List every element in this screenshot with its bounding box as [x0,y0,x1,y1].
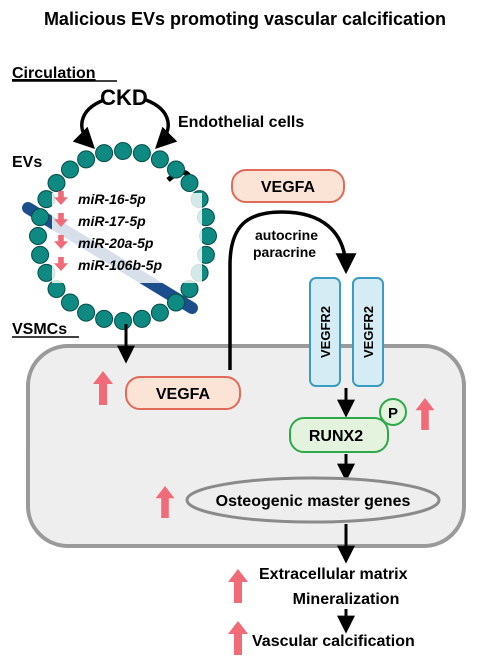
membrane-bead [180,280,199,298]
membrane-bead [132,309,151,328]
vegfr2-left-label: VEGFR2 [318,306,333,358]
membrane-bead [132,144,151,163]
membrane-bead [47,174,66,192]
osteogenic-genes-ellipse [185,476,441,524]
evs-label: EVs [12,154,42,171]
membrane-bead [150,150,169,169]
membrane-bead [61,293,79,312]
mirna-label: miR-106b-5p [78,257,162,273]
vegfr2-receptor-left [309,277,341,387]
diagram-title: Malicious EVs promoting vascular calcifi… [44,9,446,29]
vegfa-cell-label: VEGFA [156,386,211,403]
membrane-bead [61,160,79,179]
phosphorylation-badge [379,398,407,426]
vascular-calcification-label: Vascular calcification [252,633,415,650]
membrane-bead [95,144,114,163]
ckd-label: CKD [100,85,148,110]
membrane-bead [167,293,185,312]
autocrine-label: autocrine [255,227,318,243]
membrane-bead [167,160,185,179]
mineralization-label: Mineralization [293,591,400,608]
ckd-right-arrow [145,98,178,149]
upregulation-arrow [228,569,248,603]
ev-particle [22,142,217,330]
ecm-label: Extracellular matrix [259,566,408,583]
circulation-label: Circulation [12,65,96,82]
paracrine-label: paracrine [253,244,316,260]
vsmcs-label: VSMCs [12,321,67,338]
upregulation-arrow [228,621,248,655]
vegfa-top-pill [231,169,345,203]
membrane-bead [77,303,96,322]
membrane-bead [31,245,50,264]
membrane-bead [29,227,47,245]
vegfr2-receptor-right [352,277,384,387]
membrane-bead [114,142,132,160]
vegfa-top-label: VEGFA [261,179,316,196]
membrane-bead [114,312,132,330]
vegfa-cell-pill [125,376,241,410]
osteogenic-genes-label: Osteogenic master genes [216,493,411,510]
membrane-bead [199,227,217,245]
mirna-list: miR-16-5p miR-17-5p miR-20a-5p miR-106b-… [54,191,162,273]
endothelial-label: Endothelial cells [178,114,304,131]
membrane-bead [47,280,66,298]
runx2-pill [289,417,389,453]
mirna-panel [52,193,202,283]
mirna-label: miR-20a-5p [78,235,154,251]
mirna-label: miR-16-5p [78,191,146,207]
membrane-bead [77,150,96,169]
membrane-bead [95,309,114,328]
autocrine-paracrine-arrow [228,210,357,370]
membrane-bead [150,303,169,322]
ckd-left-arrow [72,98,105,149]
mirna-label: miR-17-5p [78,213,146,229]
membrane-bead [31,208,50,227]
runx2-label: RUNX2 [309,428,363,445]
membrane-bead [180,174,199,192]
vegfr2-right-label: VEGFR2 [361,306,376,358]
phosphorylation-label: P [388,405,398,422]
